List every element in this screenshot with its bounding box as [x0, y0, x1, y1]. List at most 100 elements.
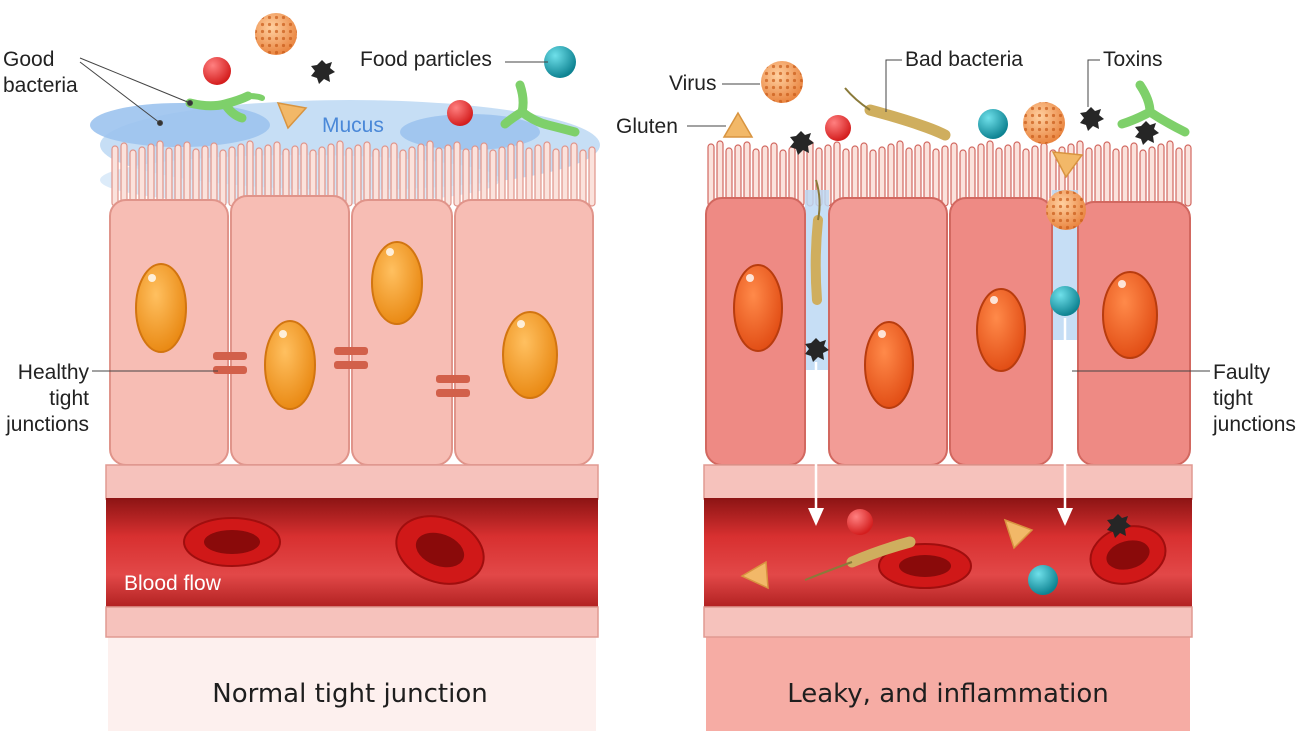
microvillus: [716, 140, 724, 207]
microvillus: [986, 140, 994, 207]
microvillus: [165, 147, 173, 207]
microvillus: [1094, 144, 1102, 207]
lumen-particles-leaky: [722, 61, 1190, 179]
microvillus: [1103, 141, 1111, 207]
label-bad-bacteria: Bad bacteria: [905, 48, 1023, 71]
toxin-particle: [311, 60, 335, 84]
microvillus: [228, 146, 236, 207]
nucleus: [864, 321, 914, 409]
nucleus: [733, 264, 783, 352]
microvillus: [579, 149, 587, 207]
microvillus: [833, 141, 841, 207]
microvillus: [1004, 144, 1012, 207]
leader-lines-left: [79, 57, 548, 372]
microvillus: [552, 148, 560, 207]
microvillus: [408, 146, 416, 207]
microvillus: [138, 146, 146, 207]
caption-leaky: Leaky, and inflammation: [787, 679, 1109, 709]
nucleus: [264, 320, 316, 410]
microvillus: [1175, 147, 1183, 207]
microvillus: [1040, 142, 1048, 207]
microvillus: [1157, 143, 1165, 207]
nucleus: [502, 311, 558, 399]
label-good-bacteria-1: Good: [3, 48, 54, 71]
microvilli-normal: [111, 140, 596, 207]
label-faulty-2: tight: [1213, 387, 1253, 410]
microvillus: [156, 140, 164, 207]
microvilli-leaky: [707, 140, 1192, 207]
microvillus: [372, 148, 380, 207]
microvillus: [860, 142, 868, 207]
normal-caption-box: [108, 636, 596, 731]
microvillus: [417, 143, 425, 207]
microvillus: [192, 148, 200, 207]
leak-arrows: [808, 318, 1073, 526]
microvillus: [1166, 140, 1174, 207]
microvillus: [201, 145, 209, 207]
microvillus: [345, 147, 353, 207]
microvillus: [120, 142, 128, 207]
microvillus: [543, 141, 551, 207]
food-particle: [203, 57, 231, 85]
label-gluten: Gluten: [616, 115, 678, 138]
label-food-particles: Food particles: [360, 48, 492, 71]
toxin-particle: [1135, 121, 1159, 145]
gluten-particle: [740, 560, 769, 590]
label-healthy-2: tight: [49, 387, 89, 410]
microvillus: [210, 142, 218, 207]
label-faulty-3: junctions: [1212, 413, 1296, 436]
bad-bacteria: [864, 104, 951, 141]
microvillus: [977, 143, 985, 207]
microvillus: [363, 141, 371, 207]
leader-lines-right: [687, 59, 1210, 372]
microvillus: [923, 141, 931, 207]
microvillus: [1148, 146, 1156, 207]
microvillus: [174, 144, 182, 207]
microvillus: [1112, 148, 1120, 207]
microvillus: [354, 144, 362, 207]
microvillus: [399, 149, 407, 207]
microvillus: [462, 148, 470, 207]
toxin-particle: [805, 338, 829, 362]
microvillus: [743, 141, 751, 207]
microvillus: [390, 142, 398, 207]
microvillus: [480, 142, 488, 207]
microvillus: [1130, 142, 1138, 207]
microvillus: [1184, 144, 1192, 207]
microvillus: [498, 146, 506, 207]
gluten-particle: [722, 111, 754, 138]
microvillus: [887, 143, 895, 207]
good-bacteria: [185, 91, 253, 123]
label-faulty-1: Faulty: [1213, 361, 1271, 384]
microvillus: [147, 143, 155, 207]
nucleus: [1102, 271, 1158, 359]
microvillus: [896, 140, 904, 207]
microvillus: [1139, 149, 1147, 207]
epithelial-cells-leaky: [705, 197, 1191, 466]
label-toxins: Toxins: [1103, 48, 1163, 71]
microvillus: [561, 145, 569, 207]
bad-bacteria: [846, 536, 916, 568]
blood-vessel-leaky: [703, 464, 1193, 638]
microvillus: [219, 149, 227, 207]
label-healthy-3: junctions: [5, 413, 89, 436]
label-good-bacteria-2: bacteria: [3, 74, 78, 97]
microvillus: [129, 149, 137, 207]
leaky-caption-box: [706, 636, 1190, 731]
nucleus: [135, 263, 187, 353]
microvillus: [516, 140, 524, 207]
microvillus: [914, 144, 922, 207]
caption-normal: Normal tight junction: [212, 679, 487, 709]
epithelial-cells-normal: [109, 195, 594, 466]
healthy-tight-junctions: [213, 347, 470, 397]
microvillus: [183, 141, 191, 207]
gluten-particle: [1003, 518, 1034, 550]
microvillus: [534, 144, 542, 207]
toxin-particle: [1107, 514, 1131, 538]
microvillus: [381, 145, 389, 207]
food-particle: [1028, 565, 1058, 595]
microvillus: [489, 149, 497, 207]
gluten-particle: [276, 102, 308, 130]
nucleus: [371, 241, 423, 325]
